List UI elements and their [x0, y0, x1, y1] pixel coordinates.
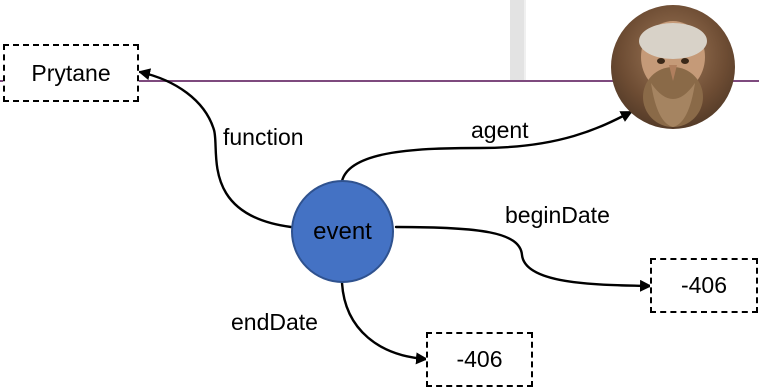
- bust-portrait-icon: [639, 21, 707, 127]
- background-panel: [510, 0, 524, 80]
- node-end-date-value: -406: [426, 332, 533, 387]
- edge-beginDate: [394, 225, 652, 292]
- node-begin-date-value: -406: [650, 258, 758, 313]
- edge-label-end-date: endDate: [231, 309, 318, 335]
- node-event-label: event: [313, 217, 372, 245]
- edge-endDate: [340, 281, 428, 365]
- edge-label-agent: agent: [471, 117, 529, 143]
- agent-portrait-image: [611, 5, 735, 129]
- edge-function: [138, 68, 293, 229]
- background-panel-edge: [524, 0, 526, 80]
- edge-label-function: function: [223, 124, 304, 150]
- edge-agent: [340, 110, 633, 183]
- node-begin-date-value-label: -406: [680, 272, 728, 298]
- edge-label-begin-date: beginDate: [505, 202, 610, 228]
- divider-line: [0, 80, 759, 82]
- node-end-date-value-label: -406: [456, 346, 503, 372]
- node-event: event: [291, 180, 394, 283]
- node-prytane-label: Prytane: [31, 59, 111, 86]
- node-prytane: Prytane: [3, 44, 139, 102]
